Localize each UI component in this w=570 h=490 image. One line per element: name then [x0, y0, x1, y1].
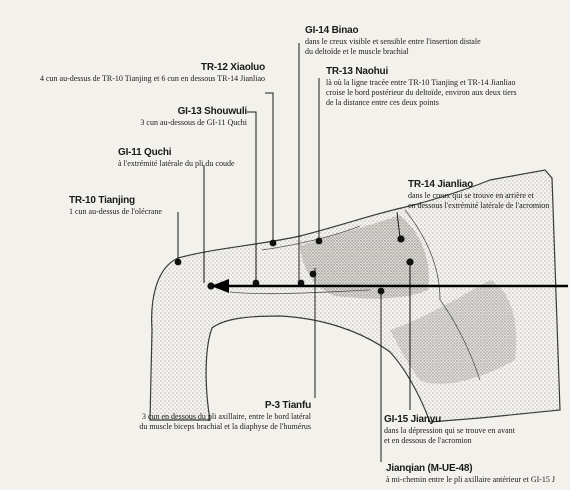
label-gi13-shouwuli: GI-13 Shouwuli 3 cun au-dessous de GI-11… — [140, 106, 247, 128]
point-description: 3 cun au-dessous de GI-11 Quchi — [140, 118, 247, 128]
point-description: dans la dépression qui se trouve en avan… — [384, 426, 515, 436]
point-description: du muscle biceps brachial et la diaphyse… — [139, 422, 311, 432]
point-code: GI-15 Jianyu — [384, 414, 515, 426]
point-code: TR-13 Naohui — [326, 66, 517, 78]
point-description: dans le creux visible et sensible entre … — [305, 37, 481, 47]
acupoint-gi15 — [406, 258, 413, 265]
label-gi11-quchi: GI-11 Quchi à l'extrémité latérale du pl… — [118, 147, 235, 169]
label-tr14-jianliao: TR-14 Jianliao dans le creux qui se trou… — [408, 179, 549, 211]
acupoint-tr13 — [316, 238, 323, 245]
acupoint-tr14 — [397, 235, 404, 242]
acupoint-tr12 — [270, 240, 277, 247]
point-code: Jianqian (M-UE-48) — [386, 463, 555, 475]
point-code: GI-13 Shouwuli — [140, 106, 247, 118]
point-description: à mi-chemin entre le pli axillaire antér… — [386, 475, 555, 485]
label-gi15-jianyu: GI-15 Jianyu dans la dépression qui se t… — [384, 414, 515, 446]
point-description: 4 cun au-dessus de TR-10 Tianjing et 6 c… — [40, 74, 265, 84]
point-description: dans le creux qui se trouve en arrière e… — [408, 191, 549, 201]
label-tr12-xiaoluo: TR-12 Xiaoluo 4 cun au-dessus de TR-10 T… — [40, 62, 265, 84]
label-tr13-naohui: TR-13 Naohui là où la ligne tracée entre… — [326, 66, 517, 108]
point-description: à l'extrémité latérale du pli du coude — [118, 159, 235, 169]
point-description: de la distance entre ces deux points — [326, 98, 517, 108]
label-p3-tianfu: P-3 Tianfu 3 cun en dessous du pli axill… — [139, 400, 311, 432]
point-description: 1 cun au-dessus de l'olécrane — [69, 207, 162, 217]
point-code: GI-11 Quchi — [118, 147, 235, 159]
label-tr10-tianjing: TR-10 Tianjing 1 cun au-dessus de l'oléc… — [69, 195, 162, 217]
point-description: là où la ligne tracée entre TR-10 Tianji… — [326, 78, 517, 88]
point-code: TR-10 Tianjing — [69, 195, 162, 207]
point-code: P-3 Tianfu — [139, 400, 311, 412]
point-description: en dessous l'extrémité latérale de l'acr… — [408, 201, 549, 211]
acupoint-p3 — [310, 271, 317, 278]
label-gi14-binao: GI-14 Binao dans le creux visible et sen… — [305, 25, 481, 57]
point-code: TR-14 Jianliao — [408, 179, 549, 191]
point-description: 3 cun en dessous du pli axillaire, entre… — [139, 412, 311, 422]
point-description: et en dessous de l'acromion — [384, 436, 515, 446]
point-description: croise le bord postérieur du deltoïde, e… — [326, 88, 517, 98]
acupoint-tr10 — [175, 259, 182, 266]
leader-line — [265, 93, 273, 243]
acupoint-jianqian — [378, 288, 385, 295]
point-code: GI-14 Binao — [305, 25, 481, 37]
point-code: TR-12 Xiaoluo — [40, 62, 265, 74]
point-description: du deltoïde et le muscle brachial — [305, 47, 481, 57]
label-jianqian: Jianqian (M-UE-48) à mi-chemin entre le … — [386, 463, 555, 485]
